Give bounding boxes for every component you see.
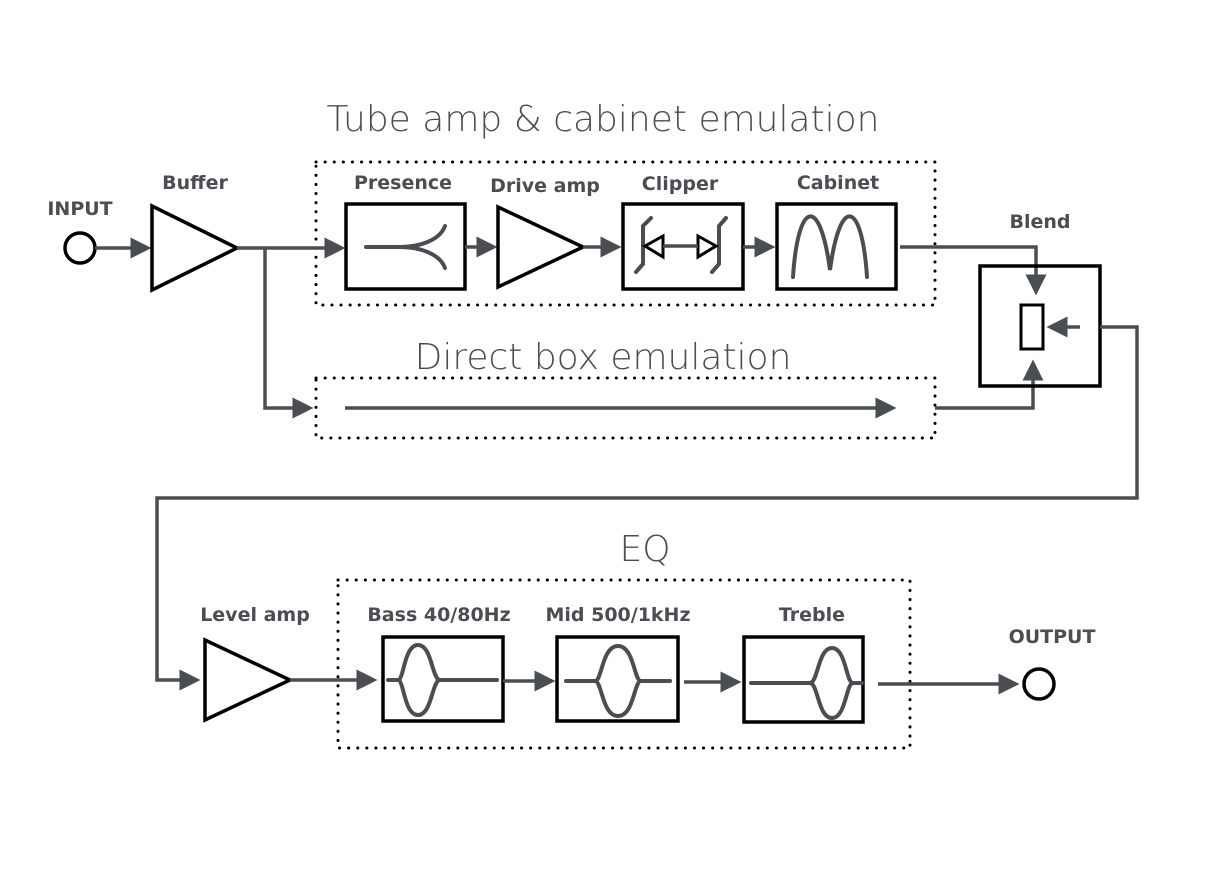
- potentiometer-icon: [1019, 303, 1045, 351]
- drive-amp: [496, 204, 588, 290]
- blend-label: Blend: [1009, 211, 1070, 233]
- mid-eq-icon: [564, 643, 672, 719]
- drive-amp-label: Drive amp: [490, 175, 600, 197]
- bass-label: Bass 40/80Hz: [367, 604, 510, 626]
- cabinet-label: Cabinet: [797, 172, 879, 194]
- output-label: OUTPUT: [1009, 626, 1096, 648]
- treble-label: Treble: [779, 604, 845, 626]
- blend-block: [978, 264, 1102, 388]
- bass-block: [381, 635, 505, 723]
- output-jack: [1022, 667, 1056, 701]
- buffer-label: Buffer: [162, 172, 228, 194]
- bass-eq-icon: [386, 642, 499, 718]
- treble-eq-icon: [749, 645, 864, 721]
- cabinet-block: [775, 202, 898, 291]
- presence-curve-icon: [364, 224, 447, 270]
- diode-pair-icon: [634, 216, 728, 274]
- level-amp: [203, 637, 295, 723]
- eq-section-box: [336, 578, 912, 750]
- wire: [935, 359, 1044, 410]
- wire: [900, 245, 1047, 296]
- buffer-amp: [150, 203, 241, 293]
- cabinet-response-icon: [791, 214, 869, 279]
- tube-section-box: [314, 160, 937, 307]
- treble-block: [742, 635, 865, 724]
- presence-label: Presence: [354, 172, 452, 194]
- level-amp-label: Level amp: [200, 604, 310, 626]
- input-jack: [63, 231, 97, 265]
- mid-label: Mid 500/1kHz: [545, 604, 690, 626]
- mid-block: [555, 635, 680, 723]
- direct-section-title: Direct box emulation: [415, 337, 792, 378]
- input-label: INPUT: [47, 198, 112, 220]
- clipper-label: Clipper: [642, 173, 719, 195]
- wire-direct-branch: [263, 248, 314, 419]
- eq-section-title: EQ: [619, 529, 670, 570]
- wire-to-level: [155, 325, 1139, 691]
- direct-section-box: [314, 376, 937, 440]
- tube-section-title: Tube amp & cabinet emulation: [326, 99, 879, 140]
